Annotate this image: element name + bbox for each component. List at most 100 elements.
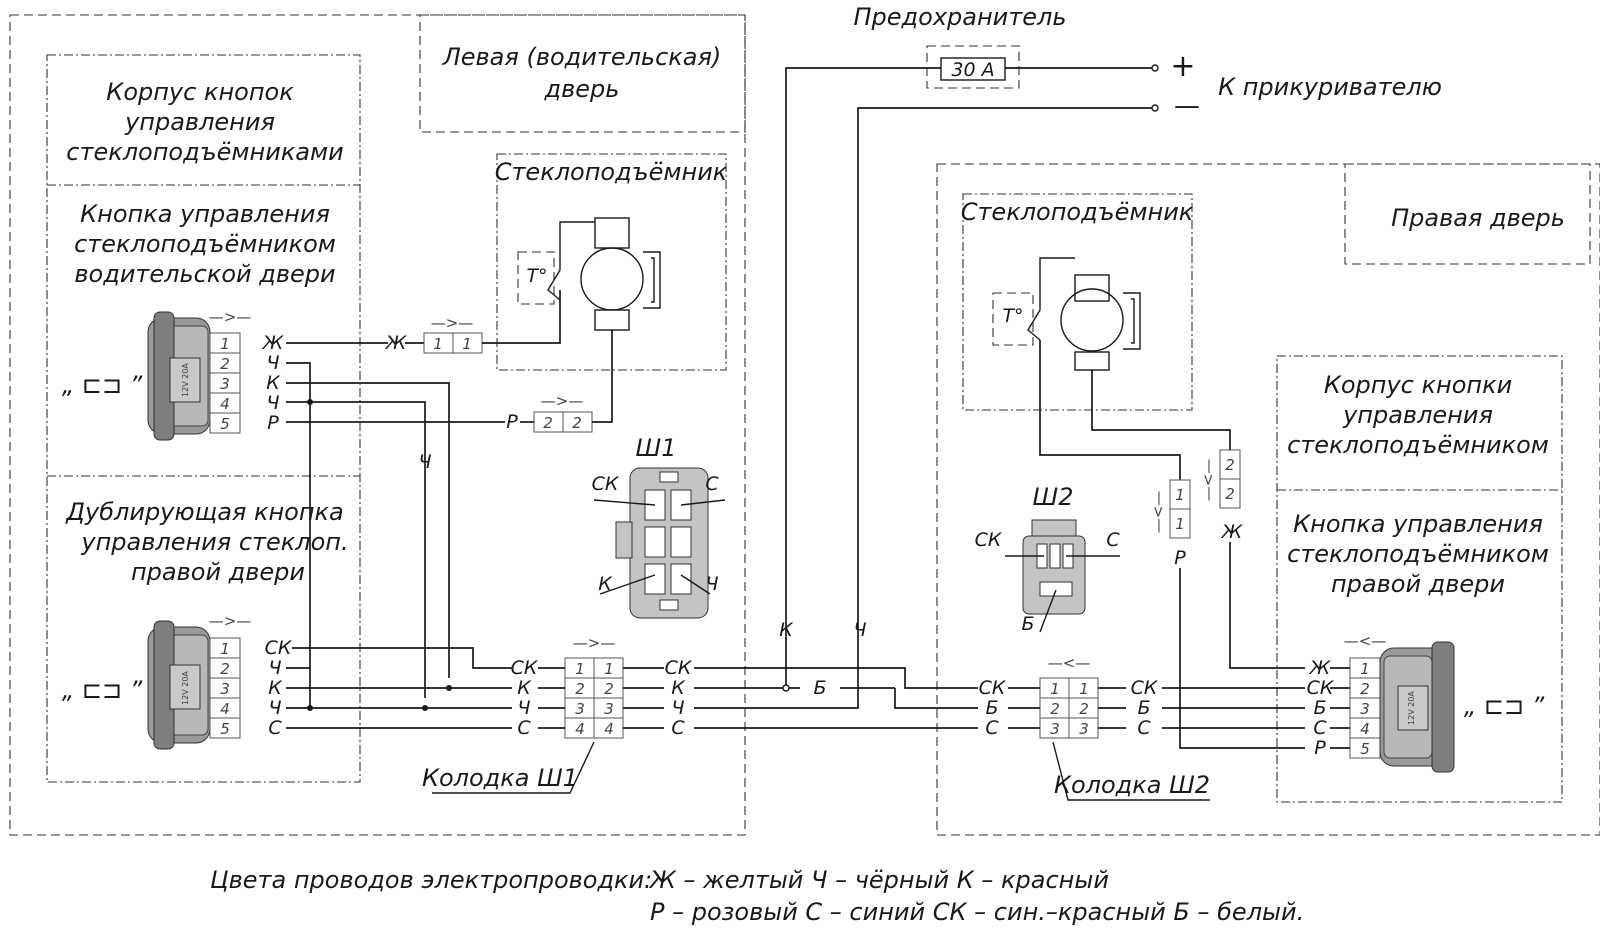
sh2-pin-label: С	[1106, 529, 1120, 551]
right-conn-arrow: —<—	[1344, 632, 1387, 650]
wire-label: Б	[1137, 697, 1150, 719]
pin-label: 3	[1079, 720, 1089, 738]
wire-label: СК	[511, 657, 539, 679]
wire-label: СК	[979, 677, 1007, 699]
left-door-title-line2: дверь	[544, 75, 620, 103]
pin-label: 2	[575, 680, 585, 698]
driver-switch-pins: 1 2 3 4 5	[209, 332, 241, 434]
wire-label: СК	[265, 637, 293, 659]
right-vconn2-arrow: —<—	[1199, 459, 1217, 502]
right-motor: T°	[992, 257, 1141, 371]
right-switch-rating: 12V 20A	[1407, 691, 1416, 725]
left-door-title-box	[419, 14, 746, 133]
dup-switch-rating: 12V 20A	[181, 671, 190, 705]
sh1-title: Ш1	[636, 434, 677, 462]
left-housing-title-2: управления	[124, 108, 275, 136]
left-door-title-line1: Левая (водительская)	[442, 43, 722, 71]
pin-label: 4	[1360, 720, 1370, 738]
legend-row1: Ж – желтый Ч – чёрный К – красный	[648, 866, 1109, 894]
pin-label: 3	[220, 680, 230, 698]
right-door-region	[936, 163, 1600, 836]
pin-label: 3	[1360, 700, 1370, 718]
sh2-title: Ш2	[1033, 483, 1074, 511]
right-motor-title: Стеклоподъёмник	[961, 198, 1194, 226]
sh1-connector	[615, 467, 709, 619]
dup-conn-arrow: —>—	[209, 612, 252, 630]
block-sh2-label: Колодка Ш2	[1054, 771, 1210, 799]
block1-arrow: —>—	[573, 634, 616, 652]
fuse-value: 30 А	[951, 59, 994, 81]
wire-label: Ч	[266, 392, 279, 414]
pin-label: 1	[433, 335, 443, 353]
right-button-title-1: Кнопка управления	[1293, 510, 1543, 538]
driver-button-title-3: водительской двери	[74, 260, 335, 288]
wire-label: Р	[1174, 547, 1186, 569]
pin-label: 2	[1225, 456, 1235, 474]
wire-label: Ч	[671, 697, 684, 719]
driver-conn-arrow: —>—	[209, 308, 252, 326]
sh2-pin-label: СК	[975, 529, 1003, 551]
driver-switch: 12V 20A	[147, 311, 211, 441]
wire-label: Ж	[1221, 521, 1244, 543]
pin-label: 2	[1050, 700, 1060, 718]
pin-label: 2	[572, 414, 582, 432]
wire-label: Ч	[266, 352, 279, 374]
wire-label: Ж	[1309, 657, 1332, 679]
pin-label: 3	[575, 700, 585, 718]
right-vconn1-arrow: —<—	[1149, 491, 1167, 534]
left-housing-title-1: Корпус кнопок	[106, 78, 294, 106]
block2-arrow: —<—	[1048, 654, 1091, 672]
wire-label: С	[517, 717, 531, 739]
motor-conn-r-label: Р	[506, 411, 518, 433]
right-door-title: Правая дверь	[1391, 204, 1565, 232]
sh1-pin-label: К	[598, 573, 613, 595]
right-switch: 12V 20A	[1379, 641, 1455, 773]
pin-label: 4	[220, 395, 230, 413]
pin-label: 1	[1175, 486, 1185, 504]
wire-label: С	[268, 717, 282, 739]
right-door-title-box	[1344, 163, 1591, 265]
pin-label: 2	[604, 680, 614, 698]
pin-label: 1	[462, 335, 472, 353]
dup-button-title-1: Дублирующая кнопка	[65, 498, 343, 526]
pin-label: 4	[604, 720, 614, 738]
left-motor: T°	[517, 217, 661, 331]
minus-terminal: —	[1174, 91, 1200, 121]
motor-conn2-arrow: —>—	[541, 392, 584, 410]
sh1-pin-label: СК	[592, 473, 620, 495]
wire-label: СК	[1307, 677, 1335, 699]
wire-label: Б	[1313, 697, 1326, 719]
right-housing-title-2: управления	[1342, 401, 1493, 429]
pin-label: 1	[1360, 660, 1370, 678]
right-vconn-1: 1 1	[1169, 479, 1191, 539]
sh2-connector	[1022, 519, 1086, 615]
pin-label: 2	[220, 660, 230, 678]
pin-label: 1	[220, 335, 230, 353]
wire-label: СК	[665, 657, 693, 679]
wire-label: Ч	[517, 697, 530, 719]
pin-label: 3	[1050, 720, 1060, 738]
wire-label: Ч	[268, 697, 281, 719]
right-housing-title-1: Корпус кнопки	[1324, 371, 1512, 399]
right-button-title-3: правой двери	[1331, 570, 1505, 598]
right-housing-title-3: стеклоподъёмником	[1287, 431, 1549, 459]
pin-label: 1	[220, 640, 230, 658]
motor-conn-zh-label: Ж	[385, 332, 408, 354]
pin-label: 5	[220, 720, 230, 738]
wire-label-k-vertical: К	[779, 619, 794, 641]
pin-label: 1	[575, 660, 585, 678]
wire-label: Р	[1314, 737, 1326, 759]
wire-label: К	[517, 677, 532, 699]
right-button-title-2: стеклоподъёмником	[1287, 540, 1549, 568]
driver-switch-symbol: „ ⊏⊐ ”	[62, 371, 143, 399]
pin-label: 5	[220, 415, 230, 433]
right-switch-symbol: „ ⊏⊐ ”	[1464, 692, 1545, 720]
right-vconn-2: 2 2	[1219, 449, 1241, 509]
pin-label: 3	[220, 375, 230, 393]
wire-label: С	[1137, 717, 1151, 739]
pin-label: 1	[1175, 515, 1185, 533]
left-door-region	[9, 14, 746, 836]
dup-button-title-2: управления стеклоп.	[80, 528, 348, 556]
pin-label: 4	[575, 720, 585, 738]
